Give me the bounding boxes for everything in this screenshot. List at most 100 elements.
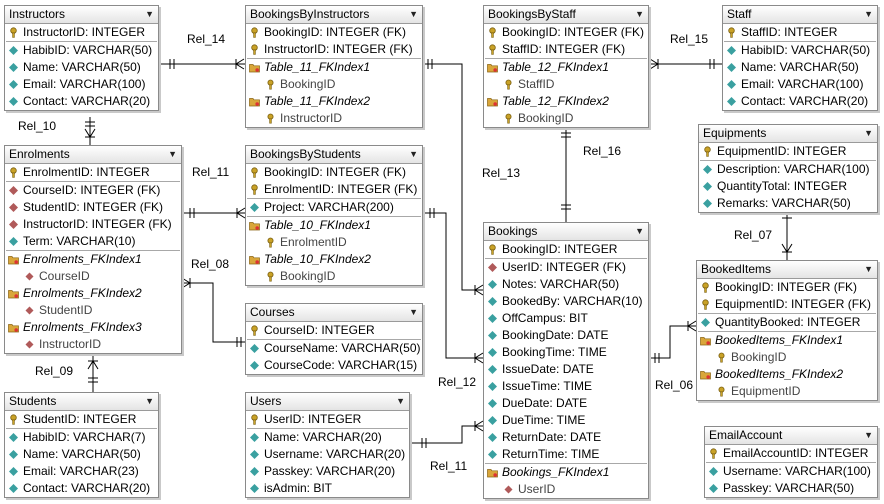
relation-label-rel-11a[interactable]: Rel_11 bbox=[190, 165, 232, 179]
column-row[interactable]: QuantityBooked: INTEGER bbox=[697, 314, 877, 331]
column-row[interactable]: CourseCode: VARCHAR(15) bbox=[246, 357, 422, 374]
index-column-row[interactable]: InstructorID bbox=[246, 110, 422, 127]
index-row[interactable]: Enrolments_FKIndex1 bbox=[5, 251, 181, 268]
foreign-key-row[interactable]: CourseID: INTEGER (FK) bbox=[5, 182, 181, 199]
entity-title[interactable]: EmailAccount▼ bbox=[705, 427, 877, 445]
chevron-down-icon[interactable]: ▼ bbox=[864, 430, 873, 440]
index-column-row[interactable]: BookingID bbox=[246, 76, 422, 93]
index-row[interactable]: Table_10_FKIndex1 bbox=[246, 217, 422, 234]
entity-title[interactable]: BookingsByInstructors▼ bbox=[246, 6, 422, 24]
index-row[interactable]: Bookings_FKIndex1 bbox=[484, 464, 648, 481]
column-row[interactable]: DueTime: TIME bbox=[484, 412, 648, 429]
column-row[interactable]: Passkey: VARCHAR(50) bbox=[705, 480, 877, 497]
entity-title[interactable]: Users▼ bbox=[246, 393, 409, 411]
chevron-down-icon[interactable]: ▼ bbox=[409, 9, 418, 19]
chevron-down-icon[interactable]: ▼ bbox=[635, 9, 644, 19]
index-column-row[interactable]: BookingID bbox=[697, 349, 877, 366]
column-row[interactable]: Contact: VARCHAR(20) bbox=[5, 480, 158, 497]
column-row[interactable]: IssueTime: TIME bbox=[484, 378, 648, 395]
index-row[interactable]: Table_10_FKIndex2 bbox=[246, 251, 422, 268]
column-row[interactable]: isAdmin: BIT bbox=[246, 480, 409, 497]
column-row[interactable]: Project: VARCHAR(200) bbox=[246, 199, 422, 216]
chevron-down-icon[interactable]: ▼ bbox=[864, 9, 873, 19]
chevron-down-icon[interactable]: ▼ bbox=[396, 396, 405, 406]
primary-key-row[interactable]: StaffID: INTEGER (FK) bbox=[484, 41, 648, 58]
entity-title[interactable]: Instructors▼ bbox=[5, 6, 158, 24]
entity-bookings-by-staff[interactable]: BookingsByStaff▼BookingID: INTEGER (FK)S… bbox=[483, 5, 649, 128]
primary-key-row[interactable]: EnrolmentID: INTEGER (FK) bbox=[246, 181, 422, 198]
relation-label-rel-06[interactable]: Rel_06 bbox=[653, 378, 696, 392]
column-row[interactable]: Passkey: VARCHAR(20) bbox=[246, 463, 409, 480]
foreign-key-row[interactable]: InstructorID: INTEGER (FK) bbox=[5, 216, 181, 233]
foreign-key-row[interactable]: StudentID: INTEGER (FK) bbox=[5, 199, 181, 216]
entity-title[interactable]: Students▼ bbox=[5, 393, 158, 411]
index-row[interactable]: BookedItems_FKIndex1 bbox=[697, 332, 877, 349]
column-row[interactable]: Username: VARCHAR(100) bbox=[705, 463, 877, 480]
relation-label-rel-16[interactable]: Rel_16 bbox=[581, 144, 624, 158]
primary-key-row[interactable]: InstructorID: INTEGER (FK) bbox=[246, 41, 422, 58]
column-row[interactable]: Description: VARCHAR(100) bbox=[699, 161, 877, 178]
primary-key-row[interactable]: EquipmentID: INTEGER (FK) bbox=[697, 296, 877, 313]
column-row[interactable]: Email: VARCHAR(23) bbox=[5, 463, 158, 480]
column-row[interactable]: QuantityTotal: INTEGER bbox=[699, 178, 877, 195]
primary-key-row[interactable]: BookingID: INTEGER (FK) bbox=[246, 164, 422, 181]
index-column-row[interactable]: UserID bbox=[484, 481, 648, 498]
primary-key-row[interactable]: StudentID: INTEGER bbox=[5, 411, 158, 428]
column-row[interactable]: OffCampus: BIT bbox=[484, 310, 648, 327]
entity-title[interactable]: BookingsByStaff▼ bbox=[484, 6, 648, 24]
index-column-row[interactable]: CourseID bbox=[5, 268, 181, 285]
chevron-down-icon[interactable]: ▼ bbox=[409, 149, 418, 159]
column-row[interactable]: HabibID: VARCHAR(50) bbox=[723, 42, 877, 59]
column-row[interactable]: HabibID: VARCHAR(7) bbox=[5, 429, 158, 446]
chevron-down-icon[interactable]: ▼ bbox=[635, 226, 644, 236]
primary-key-row[interactable]: BookingID: INTEGER bbox=[484, 241, 648, 258]
column-row[interactable]: BookedBy: VARCHAR(10) bbox=[484, 293, 648, 310]
column-row[interactable]: ReturnTime: TIME bbox=[484, 446, 648, 463]
entity-bookings-by-students[interactable]: BookingsByStudents▼BookingID: INTEGER (F… bbox=[245, 145, 423, 286]
primary-key-row[interactable]: CourseID: INTEGER bbox=[246, 322, 422, 339]
relation-label-rel-09[interactable]: Rel_09 bbox=[33, 364, 76, 378]
relation-label-rel-11b[interactable]: Rel_11 bbox=[428, 459, 470, 473]
relation-label-rel-15[interactable]: Rel_15 bbox=[668, 32, 711, 46]
index-column-row[interactable]: StudentID bbox=[5, 302, 181, 319]
primary-key-row[interactable]: EquipmentID: INTEGER bbox=[699, 143, 877, 160]
primary-key-row[interactable]: BookingID: INTEGER (FK) bbox=[484, 24, 648, 41]
index-row[interactable]: BookedItems_FKIndex2 bbox=[697, 366, 877, 383]
column-row[interactable]: ReturnDate: DATE bbox=[484, 429, 648, 446]
index-column-row[interactable]: InstructorID bbox=[5, 336, 181, 353]
relation-label-rel-10[interactable]: Rel_10 bbox=[16, 119, 59, 133]
relation-label-rel-07[interactable]: Rel_07 bbox=[732, 228, 775, 242]
entity-title[interactable]: Enrolments▼ bbox=[5, 146, 181, 164]
column-row[interactable]: Remarks: VARCHAR(50) bbox=[699, 195, 877, 212]
entity-bookings-by-instructors[interactable]: BookingsByInstructors▼BookingID: INTEGER… bbox=[245, 5, 423, 128]
entity-title[interactable]: Staff▼ bbox=[723, 6, 877, 24]
index-row[interactable]: Table_11_FKIndex1 bbox=[246, 59, 422, 76]
index-column-row[interactable]: BookingID bbox=[246, 268, 422, 285]
index-column-row[interactable]: EquipmentID bbox=[697, 383, 877, 400]
column-row[interactable]: Notes: VARCHAR(50) bbox=[484, 276, 648, 293]
relation-label-rel-13[interactable]: Rel_13 bbox=[480, 166, 523, 180]
entity-title[interactable]: BookedItems▼ bbox=[697, 261, 877, 279]
primary-key-row[interactable]: BookingID: INTEGER (FK) bbox=[697, 279, 877, 296]
relation-label-rel-14[interactable]: Rel_14 bbox=[185, 32, 228, 46]
column-row[interactable]: Email: VARCHAR(100) bbox=[5, 76, 158, 93]
chevron-down-icon[interactable]: ▼ bbox=[145, 396, 154, 406]
column-row[interactable]: Username: VARCHAR(20) bbox=[246, 446, 409, 463]
index-row[interactable]: Table_12_FKIndex2 bbox=[484, 93, 648, 110]
index-column-row[interactable]: StaffID bbox=[484, 76, 648, 93]
index-row[interactable]: Table_12_FKIndex1 bbox=[484, 59, 648, 76]
entity-title[interactable]: Bookings▼ bbox=[484, 223, 648, 241]
chevron-down-icon[interactable]: ▼ bbox=[145, 9, 154, 19]
primary-key-row[interactable]: StaffID: INTEGER bbox=[723, 24, 877, 41]
chevron-down-icon[interactable]: ▼ bbox=[168, 149, 177, 159]
index-column-row[interactable]: EnrolmentID bbox=[246, 234, 422, 251]
column-row[interactable]: Email: VARCHAR(100) bbox=[723, 76, 877, 93]
chevron-down-icon[interactable]: ▼ bbox=[864, 264, 873, 274]
relation-label-rel-08[interactable]: Rel_08 bbox=[189, 257, 232, 271]
